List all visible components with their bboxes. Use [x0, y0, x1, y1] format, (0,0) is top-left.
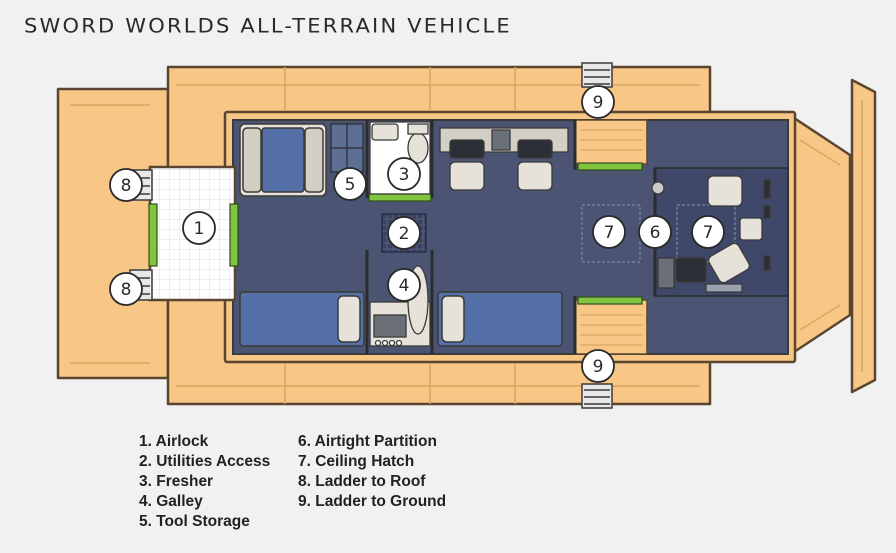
bed-bottom-right: [437, 291, 563, 347]
marker-circle: [592, 215, 626, 249]
marker-label: 9: [593, 357, 604, 377]
legend-item: 8. Ladder to Roof: [298, 473, 426, 490]
legend-item: 5. Tool Storage: [139, 513, 250, 530]
seat-icon: [707, 175, 743, 207]
legend-item: 3. Fresher: [139, 473, 214, 490]
marker-label: 8: [121, 176, 132, 196]
marker-circle: [691, 215, 725, 249]
airlock-door-left: [148, 203, 158, 267]
marker-circle: [333, 167, 367, 201]
passenger-seats: [439, 127, 569, 191]
console-icon: [739, 217, 763, 241]
bunk-top-left: [239, 123, 327, 197]
seat-icon: [449, 161, 485, 191]
legend-item: 4. Galley: [139, 493, 203, 510]
marker-1: 1: [182, 211, 216, 245]
marker-label: 5: [345, 175, 356, 195]
storage-icon: [657, 257, 675, 289]
diagram-title: SWORD WORLDS ALL-TERRAIN VEHICLE: [24, 14, 512, 38]
marker-label: 4: [399, 276, 410, 296]
ladders-to-ground: [581, 62, 613, 409]
marker-label: 6: [650, 223, 661, 243]
marker-label: 9: [593, 93, 604, 113]
marker-9: 9: [581, 349, 615, 383]
sink-icon: [371, 123, 399, 141]
airlock-door-right: [229, 203, 239, 267]
marker-7: 7: [592, 215, 626, 249]
marker-label: 3: [399, 165, 410, 185]
bed-bottom-left: [239, 291, 365, 347]
hull-front-bumper: [850, 78, 877, 394]
marker-circle: [387, 216, 421, 250]
marker-circle: [638, 215, 672, 249]
bottom-step-area: [574, 299, 648, 355]
marker-2: 2: [387, 216, 421, 250]
marker-circle: [387, 268, 421, 302]
vent-grille-icon: [705, 283, 743, 293]
bed-icon: [239, 291, 365, 347]
ceiling-hatch-right-outline: [676, 204, 736, 263]
door-icon: [577, 296, 643, 305]
marker-8: 8: [109, 272, 143, 306]
toilet-icon: [407, 132, 429, 164]
seat-icon: [517, 161, 553, 191]
marker-8: 8: [109, 168, 143, 202]
marker-label: 1: [194, 219, 205, 239]
stove-icon: [373, 314, 407, 338]
top-step-area: [574, 119, 648, 165]
marker-5: 5: [333, 167, 367, 201]
marker-circle: [109, 168, 143, 202]
marker-circle: [109, 272, 143, 306]
legend-item: 6. Airtight Partition: [298, 433, 437, 450]
legend-item: 9. Ladder to Ground: [298, 493, 447, 510]
door-icon: [368, 193, 432, 202]
marker-circle: [182, 211, 216, 245]
control-panel-icon: [675, 257, 707, 283]
marker-circle: [387, 157, 421, 191]
cockpit: [651, 175, 771, 293]
marker-6: 6: [638, 215, 672, 249]
marker-7: 7: [691, 215, 725, 249]
legend-item: 7. Ceiling Hatch: [298, 453, 415, 470]
legend-item: 2. Utilities Access: [139, 453, 271, 470]
legend-right-column: 6. Airtight Partition 7. Ceiling Hatch 8…: [298, 432, 446, 512]
marker-label: 2: [399, 224, 410, 244]
number-markers: 1 2 3 4 5 6 7 7 8 8 9 9: [109, 85, 725, 383]
legend-item: 1. Airlock: [139, 433, 209, 450]
marker-label: 8: [121, 280, 132, 300]
marker-3: 3: [387, 157, 421, 191]
door-icon: [577, 162, 643, 171]
steering-icon: [651, 181, 665, 195]
tool-storage: [330, 123, 364, 173]
marker-circle: [581, 349, 615, 383]
seat-icon: [707, 242, 751, 284]
marker-9: 9: [581, 85, 615, 119]
bed-icon: [437, 291, 563, 347]
marker-4: 4: [387, 268, 421, 302]
interior-walls: [365, 120, 577, 354]
ladder-to-ground-top: [581, 62, 613, 88]
marker-label: 7: [604, 223, 615, 243]
marker-circle: [581, 85, 615, 119]
legend-left-column: 1. Airlock 2. Utilities Access 3. Freshe…: [139, 432, 270, 532]
marker-label: 7: [703, 223, 714, 243]
